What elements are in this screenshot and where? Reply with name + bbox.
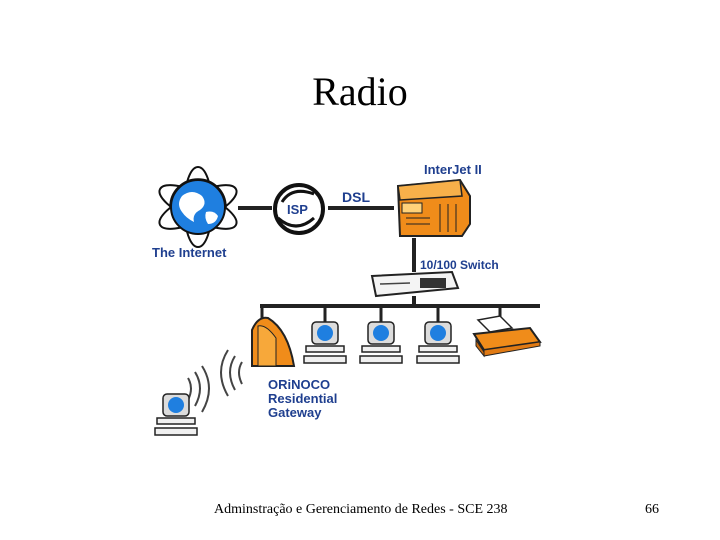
slide-title: Radio: [312, 69, 408, 114]
computer-icon: [154, 393, 198, 436]
page-number: 66: [645, 502, 659, 517]
computer-icon: [303, 321, 347, 364]
wireless-waves-icon: [187, 349, 243, 413]
internet-label: The Internet: [152, 245, 227, 260]
computer-icon: [416, 321, 460, 364]
gateway-label-line2: Residential: [268, 391, 337, 406]
gateway-icon: [251, 316, 296, 367]
switch-icon: [370, 270, 460, 298]
dsl-label: DSL: [342, 189, 370, 205]
computer-icon: [359, 321, 403, 364]
isp-label: ISP: [287, 202, 308, 217]
gateway-label-line1: ORiNOCO: [268, 377, 330, 392]
router-icon: [396, 178, 471, 237]
footer-text: Adminstração e Gerenciamento de Redes - …: [214, 502, 508, 517]
gateway-label-line3: Gateway: [268, 405, 322, 420]
printer-icon: [472, 315, 542, 358]
globe-icon: [158, 166, 238, 248]
interjet-label: InterJet II: [424, 162, 482, 177]
switch-label: 10/100 Switch: [420, 258, 499, 272]
isp-icon: ISP: [273, 183, 325, 235]
